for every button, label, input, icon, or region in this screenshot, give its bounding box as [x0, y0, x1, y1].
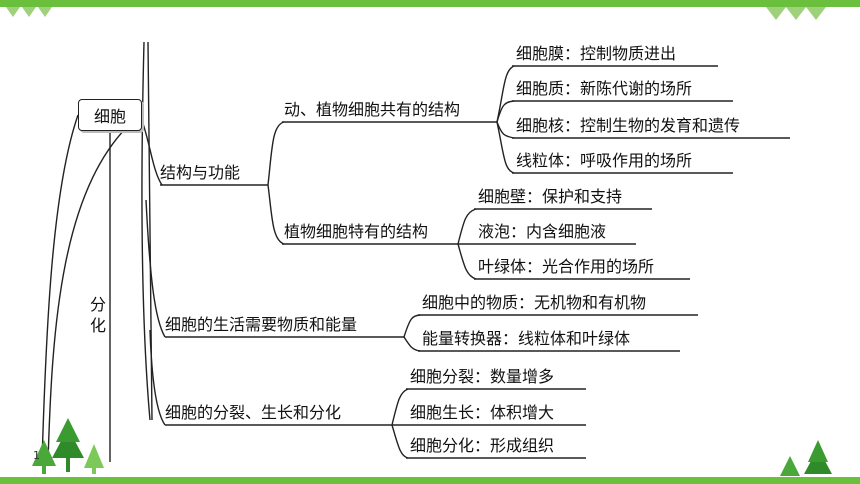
tree-icon — [804, 440, 832, 474]
leaf-energy-converters: 能量转换器：线粒体和叶绿体 — [422, 329, 631, 348]
top-left-triangle-icon — [22, 7, 36, 17]
leaf-cell-growth: 细胞生长：体积增大 — [410, 403, 555, 422]
leaf-nucleus: 细胞核：控制生物的发育和遗传 — [516, 116, 741, 135]
top-green-band — [0, 0, 860, 7]
tree-icon — [32, 440, 56, 474]
leaf-vacuole: 液泡：内含细胞液 — [478, 222, 607, 241]
top-left-triangle-icon — [38, 7, 52, 17]
top-decoration — [6, 7, 826, 20]
leaf-cell-wall: 细胞壁：保护和支持 — [478, 187, 623, 206]
branch-matter-energy: 细胞的生活需要物质和能量 — [165, 315, 358, 334]
top-left-triangle-icon — [6, 7, 20, 17]
leaf-cell-substances: 细胞中的物质：无机物和有机物 — [422, 293, 647, 312]
sub-branch-shared-structures: 动、植物细胞共有的结构 — [284, 100, 461, 119]
side-label: 分化 — [89, 295, 106, 335]
leaf-cell-differentiation: 细胞分化：形成组织 — [410, 436, 555, 455]
tree-icon — [52, 418, 84, 472]
root-label: 细胞 — [93, 107, 126, 126]
top-right-triangle-icon — [766, 7, 786, 20]
bottom-green-band — [0, 477, 860, 484]
branch-structure-function: 结构与功能 — [160, 163, 241, 182]
leaf-cell-division: 细胞分裂：数量增多 — [410, 367, 555, 386]
top-right-triangle-icon — [806, 7, 826, 20]
leaf-cytoplasm: 细胞质：新陈代谢的场所 — [516, 79, 693, 98]
root-node: 细胞 — [78, 99, 142, 131]
leaf-mitochondria: 线粒体：呼吸作用的场所 — [516, 151, 693, 170]
page-number: 1 — [33, 449, 40, 462]
leaf-cell-membrane: 细胞膜：控制物质进出 — [516, 44, 677, 63]
tree-icon — [780, 456, 800, 476]
top-right-triangle-icon — [786, 7, 806, 20]
branch-division-growth: 细胞的分裂、生长和分化 — [165, 403, 342, 422]
tree-icon — [84, 444, 104, 474]
sub-branch-plant-structures: 植物细胞特有的结构 — [284, 222, 429, 241]
leaf-chloroplast: 叶绿体：光合作用的场所 — [478, 257, 655, 276]
